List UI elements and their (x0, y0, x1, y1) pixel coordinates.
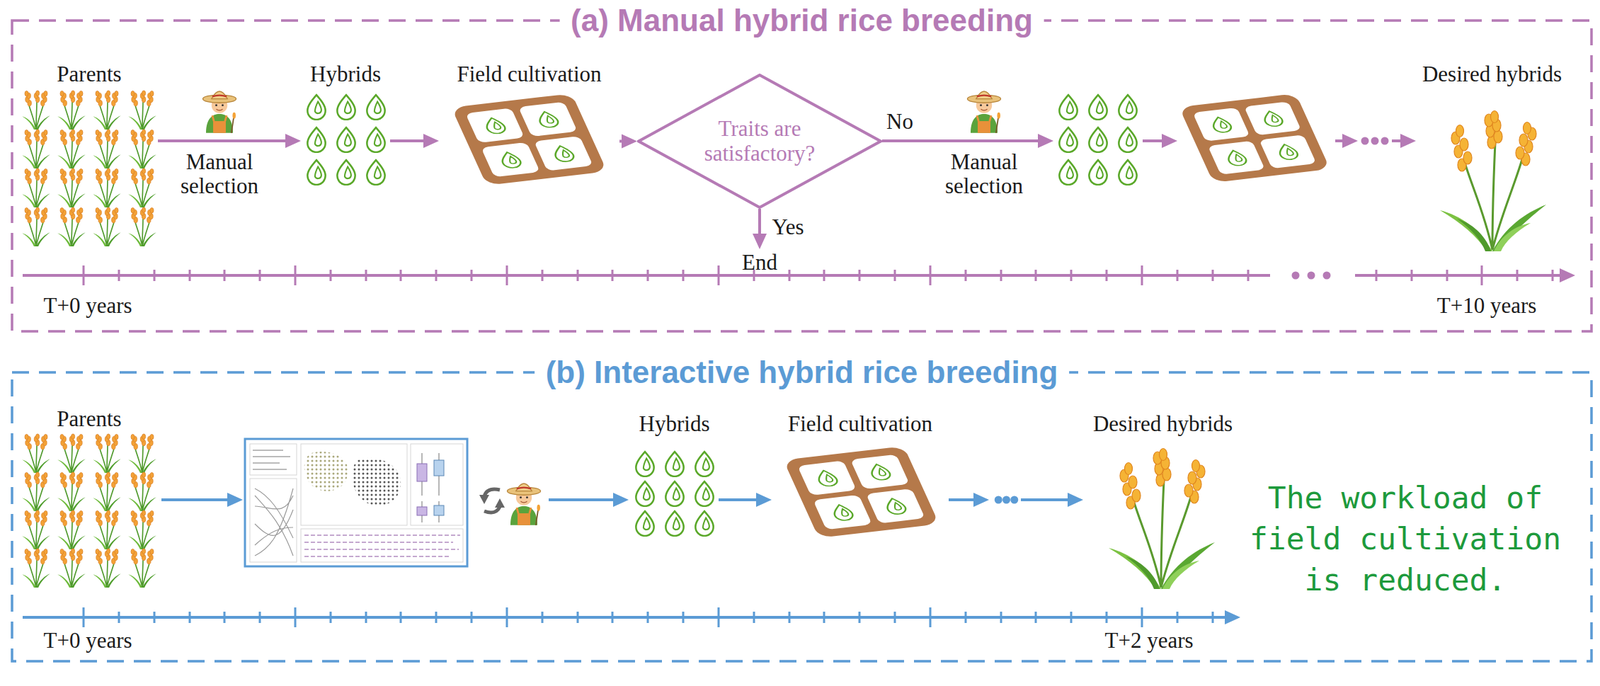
parent-plants (21, 433, 156, 588)
decision-diamond: Traits are satisfactory? (637, 73, 883, 209)
hybrid-seeds (1059, 94, 1137, 185)
flow-arrow (390, 133, 439, 148)
farmer-icon (967, 91, 1001, 134)
stage-label: Parents (56, 60, 122, 89)
farmer-icon (506, 483, 541, 526)
hybrid-seeds (307, 94, 385, 185)
stage-group: Hybrids (630, 409, 719, 538)
end-terminal: End (732, 249, 788, 277)
farmer-icon (202, 91, 236, 134)
stage-label: Parents (56, 404, 122, 434)
hybrid-seeds (635, 451, 713, 536)
panel-title: (a) Manual hybrid rice breeding (559, 1, 1045, 40)
stage-label: Hybrids (639, 409, 711, 439)
flow-arrow (752, 208, 767, 250)
flow-arrow (619, 134, 638, 149)
panel-b-dashed-frame (12, 372, 1592, 662)
stage-group: Parents (20, 60, 158, 245)
panel-title: (b) Interactive hybrid rice breeding (534, 353, 1070, 392)
interaction-cycle (479, 489, 505, 513)
stage-group: Field cultivation (438, 60, 620, 188)
stage-group: Field cultivation (771, 409, 949, 538)
annotation-label: T+0 years (43, 628, 132, 653)
timeline-axis (22, 265, 1576, 286)
stage-group: Hybrids (300, 60, 391, 188)
analytics-screenshot (244, 438, 468, 567)
flow-arrow (948, 492, 1084, 507)
edge-label: Yes (771, 215, 804, 240)
stage-label: Hybrids (310, 60, 381, 89)
note-text: The workload of field cultivation is red… (1235, 477, 1576, 601)
stage-label: Field cultivation (787, 409, 933, 439)
desired-rice-plant (1440, 111, 1547, 253)
annotation-label: T+2 years (1104, 628, 1193, 653)
flow-arrow (157, 133, 301, 148)
timeline-axis (22, 607, 1241, 628)
annotation-label: No (886, 109, 914, 134)
field-plot (1178, 93, 1330, 183)
annotation-label: Manual selection (927, 150, 1041, 199)
stage-label: Desired hybrids (1093, 409, 1233, 439)
flow-arrow (718, 492, 772, 507)
panel-frame: (b) Interactive hybrid rice breedingPare… (12, 372, 1592, 662)
flow-arrow (882, 133, 1416, 148)
stage-group: Parents (20, 404, 158, 590)
field-plot (451, 93, 608, 186)
stage-label: End (732, 249, 788, 277)
stage-group: Desired hybrids (1083, 409, 1243, 593)
stage-group: Desired hybrids (1415, 60, 1569, 255)
parent-plants (21, 90, 156, 247)
annotation-label: T+10 years (1437, 293, 1537, 318)
field-plot (783, 446, 940, 539)
stage-label: Desired hybrids (1422, 60, 1562, 89)
edge-label: Manual selection (162, 150, 277, 199)
desired-rice-plant (1108, 448, 1215, 590)
annotation-label: T+0 years (43, 293, 132, 318)
decision-text: Traits are satisfactory? (687, 116, 833, 167)
stage-label: Field cultivation (456, 60, 602, 89)
panel-a-dashed-frame (12, 20, 1592, 332)
